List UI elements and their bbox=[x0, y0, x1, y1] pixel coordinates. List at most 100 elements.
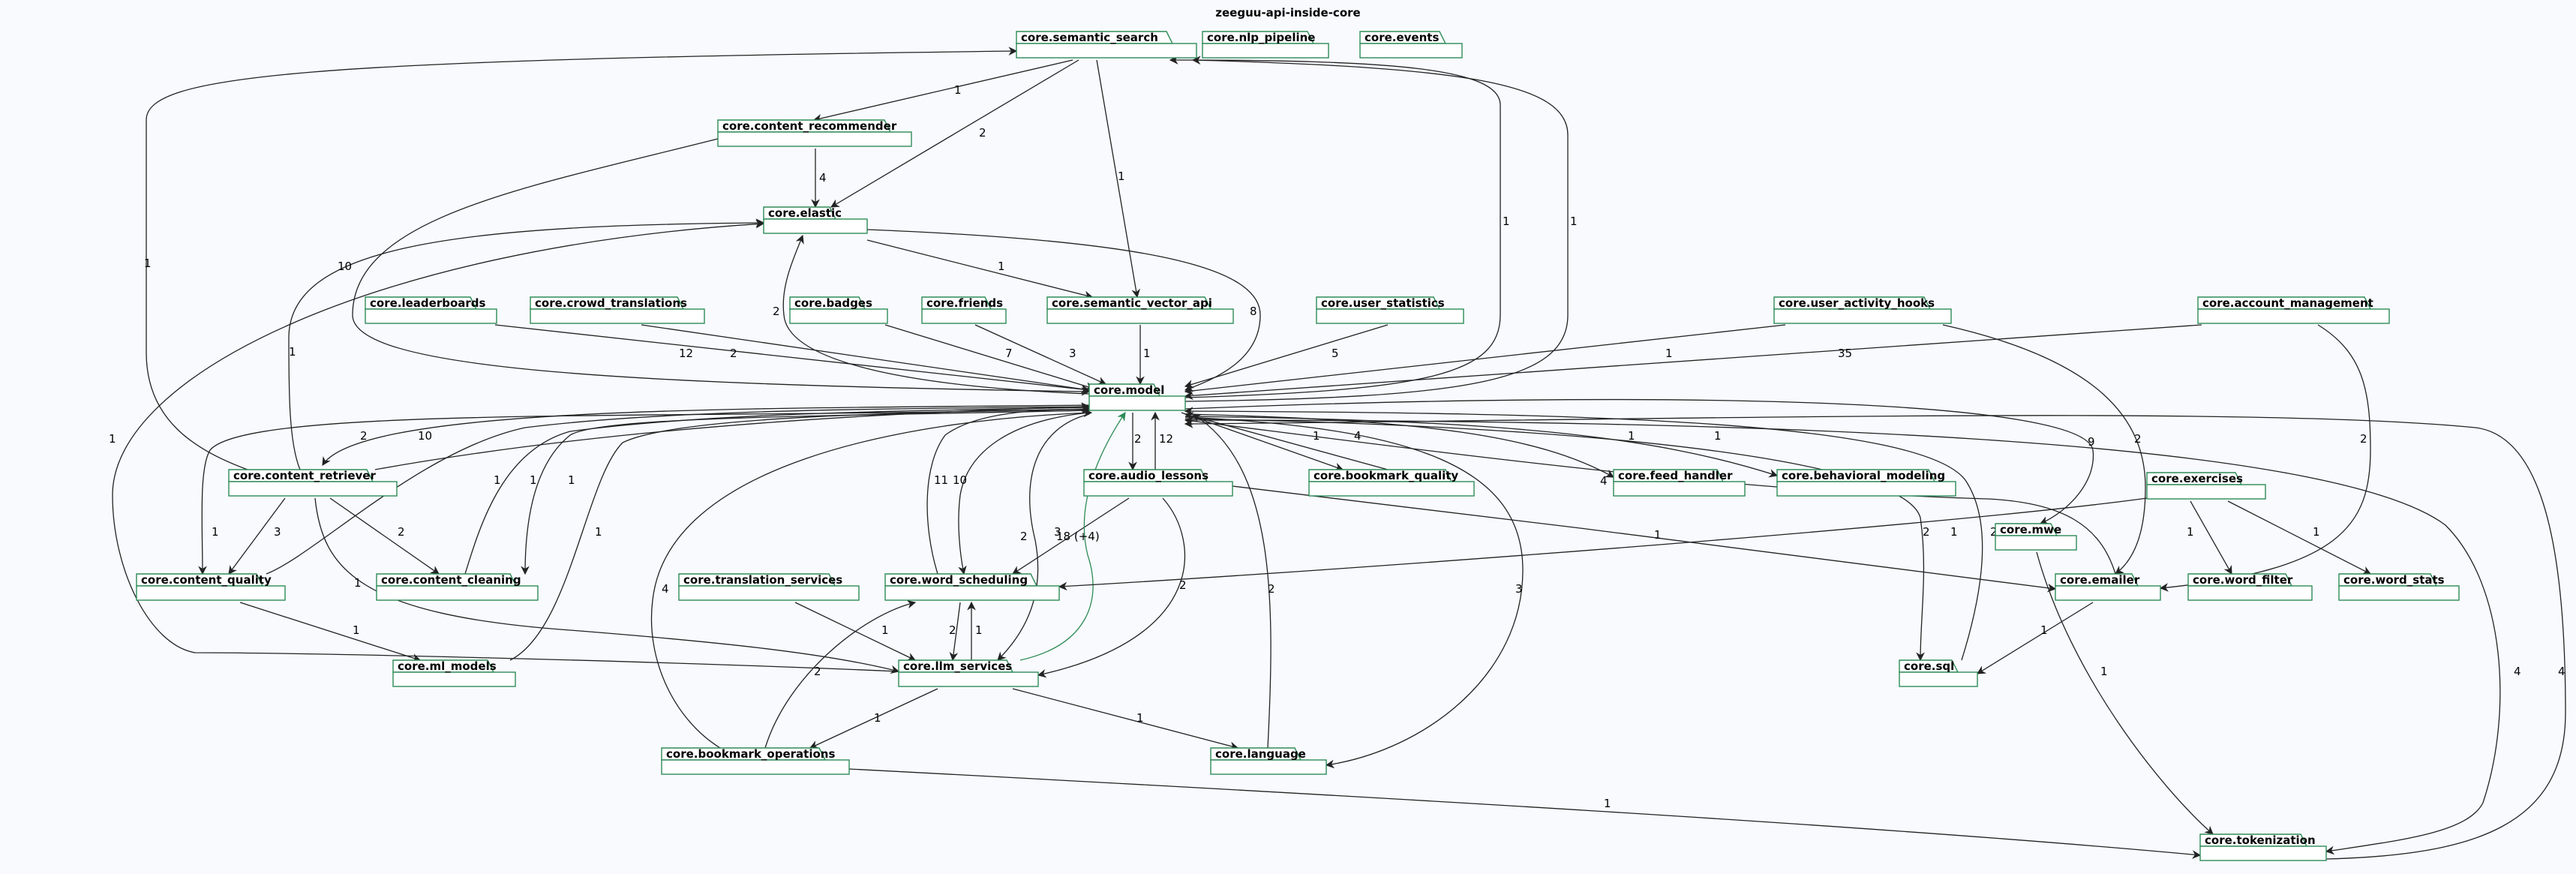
edge-count-label: 11 bbox=[934, 473, 948, 487]
edge-count-label: 1 bbox=[1136, 711, 1144, 725]
package-translation-services[interactable]: core.translation_services bbox=[678, 573, 860, 601]
edge-count-label: 4 bbox=[1354, 429, 1362, 443]
edge-count-label: 2 bbox=[979, 126, 986, 140]
package-label: core.account_management bbox=[2202, 296, 2373, 310]
edge-count-label: 2 bbox=[1268, 582, 1275, 596]
package-ml-models[interactable]: core.ml_models bbox=[392, 659, 516, 687]
package-semantic-vector-api[interactable]: core.semantic_vector_api bbox=[1046, 296, 1234, 324]
edge-count-label: 1 bbox=[354, 576, 362, 590]
package-body bbox=[1083, 481, 1233, 497]
package-semantic-search[interactable]: core.semantic_search bbox=[1016, 31, 1197, 59]
dependency-edge-model-tok bbox=[1184, 419, 2501, 855]
package-label: core.friends bbox=[926, 296, 1003, 310]
dependency-edge-model-el bbox=[782, 234, 1090, 395]
package-bookmark-operations[interactable]: core.bookmark_operations bbox=[661, 747, 850, 775]
package-body bbox=[1776, 481, 1956, 497]
dependency-edge-model-mwe bbox=[1184, 398, 2094, 525]
package-body bbox=[2199, 845, 2327, 861]
package-word-scheduling[interactable]: core.word_scheduling bbox=[884, 573, 1060, 601]
edge-count-label: 2 bbox=[2360, 432, 2367, 446]
dependency-edge-model-bq bbox=[1181, 412, 1344, 472]
dependency-edge-cret-model bbox=[374, 402, 1091, 470]
edge-count-label: 2 bbox=[1134, 432, 1142, 446]
package-badges[interactable]: core.badges bbox=[789, 296, 888, 324]
package-body bbox=[1995, 535, 2077, 551]
package-crowd-translations[interactable]: core.crowd_translations bbox=[530, 296, 705, 324]
dependency-edge-cret-el bbox=[288, 218, 765, 470]
package-word-stats[interactable]: core.word_stats bbox=[2338, 573, 2460, 601]
package-elastic[interactable]: core.elastic bbox=[763, 206, 868, 234]
package-body bbox=[921, 308, 1007, 324]
edge-count-label: 2 bbox=[814, 665, 821, 678]
package-body bbox=[661, 759, 850, 775]
package-content-recommender[interactable]: core.content_recommender bbox=[717, 119, 912, 147]
edge-count-label: 1 bbox=[874, 711, 881, 725]
package-mwe[interactable]: core.mwe bbox=[1995, 523, 2077, 551]
edge-count-label: 2 bbox=[1990, 525, 1998, 539]
package-friends[interactable]: core.friends bbox=[921, 296, 1007, 324]
edge-count-label: 3 bbox=[1515, 582, 1523, 596]
edge-count-label: 1 bbox=[954, 83, 962, 97]
package-language[interactable]: core.language bbox=[1210, 747, 1327, 775]
package-label: core.translation_services bbox=[683, 573, 842, 587]
package-model[interactable]: core.model bbox=[1088, 383, 1186, 411]
dependency-edge-cr-model bbox=[352, 138, 1091, 396]
edge-count-label: 12 bbox=[1159, 432, 1173, 446]
edge-count-label: 4 bbox=[819, 171, 827, 185]
package-emailer[interactable]: core.emailer bbox=[2055, 573, 2161, 601]
dependency-edge-ss-sva bbox=[1096, 59, 1140, 299]
edge-count-label: 1 bbox=[568, 473, 575, 487]
package-behavioral-modeling[interactable]: core.behavioral_modeling bbox=[1776, 469, 1956, 497]
package-exercises[interactable]: core.exercises bbox=[2146, 472, 2266, 500]
package-content-quality[interactable]: core.content_quality bbox=[136, 573, 286, 601]
dependency-edge-am-emailer bbox=[2159, 324, 2371, 592]
package-content-retriever[interactable]: core.content_retriever bbox=[228, 469, 398, 497]
package-events[interactable]: core.events bbox=[1359, 31, 1463, 59]
package-body bbox=[763, 218, 868, 234]
diagram-title: zeeguu-api-inside-core bbox=[1215, 6, 1360, 20]
package-llm-services[interactable]: core.llm_services bbox=[898, 659, 1039, 687]
package-nlp-pipeline[interactable]: core.nlp_pipeline bbox=[1202, 31, 1329, 59]
dependency-edge-llm-bo bbox=[809, 688, 938, 749]
package-body bbox=[2187, 585, 2313, 601]
edge-count-label: 1 bbox=[289, 345, 296, 359]
package-leaderboards[interactable]: core.leaderboards bbox=[365, 296, 497, 324]
edge-count-label: 1 bbox=[2187, 525, 2194, 539]
dependency-edge-ws-model bbox=[926, 405, 1091, 575]
edge-count-label: 1 bbox=[1118, 170, 1125, 183]
package-label: core.events bbox=[1365, 31, 1439, 44]
package-body bbox=[1316, 308, 1464, 324]
package-feed-handler[interactable]: core.feed_handler bbox=[1613, 469, 1746, 497]
package-label: core.user_statistics bbox=[1321, 296, 1445, 310]
dependency-edge-am-model bbox=[1184, 324, 2202, 401]
package-user-statistics[interactable]: core.user_statistics bbox=[1316, 296, 1464, 324]
package-label: core.exercises bbox=[2151, 472, 2243, 485]
edge-count-label: 1 bbox=[1950, 525, 1958, 539]
dependency-edge-cret-llm bbox=[314, 497, 900, 674]
package-tokenization[interactable]: core.tokenization bbox=[2199, 833, 2327, 861]
package-body bbox=[2146, 484, 2266, 500]
package-account-management[interactable]: core.account_management bbox=[2197, 296, 2390, 324]
package-content-cleaning[interactable]: core.content_cleaning bbox=[376, 573, 539, 601]
package-word-filter[interactable]: core.word_filter bbox=[2187, 573, 2313, 601]
package-user-activity-hooks[interactable]: core.user_activity_hooks bbox=[1773, 296, 1952, 324]
dependency-edge-el-model bbox=[866, 229, 1261, 392]
edge-count-label: 1 bbox=[881, 623, 889, 637]
dependency-edge-ex-ws bbox=[1058, 497, 2148, 591]
dependency-edge-tok-model bbox=[1184, 415, 2566, 860]
package-body bbox=[376, 585, 539, 601]
package-label: core.mwe bbox=[2000, 523, 2061, 536]
edge-count-label: 2 bbox=[730, 347, 737, 360]
package-sql[interactable]: core.sql bbox=[1899, 659, 1978, 687]
package-bookmark-quality[interactable]: core.bookmark_quality bbox=[1308, 469, 1475, 497]
edge-count-label: 2 bbox=[949, 623, 956, 637]
edge-count-label: 3 bbox=[1069, 347, 1076, 360]
edge-count-label: 5 bbox=[1332, 347, 1339, 360]
edge-count-label: 1 bbox=[2100, 665, 2108, 678]
dependency-edge-bo-model bbox=[650, 408, 1093, 749]
package-audio-lessons[interactable]: core.audio_lessons bbox=[1083, 469, 1233, 497]
package-label: core.language bbox=[1215, 747, 1306, 761]
edge-count-label: 4 bbox=[1600, 474, 1608, 488]
